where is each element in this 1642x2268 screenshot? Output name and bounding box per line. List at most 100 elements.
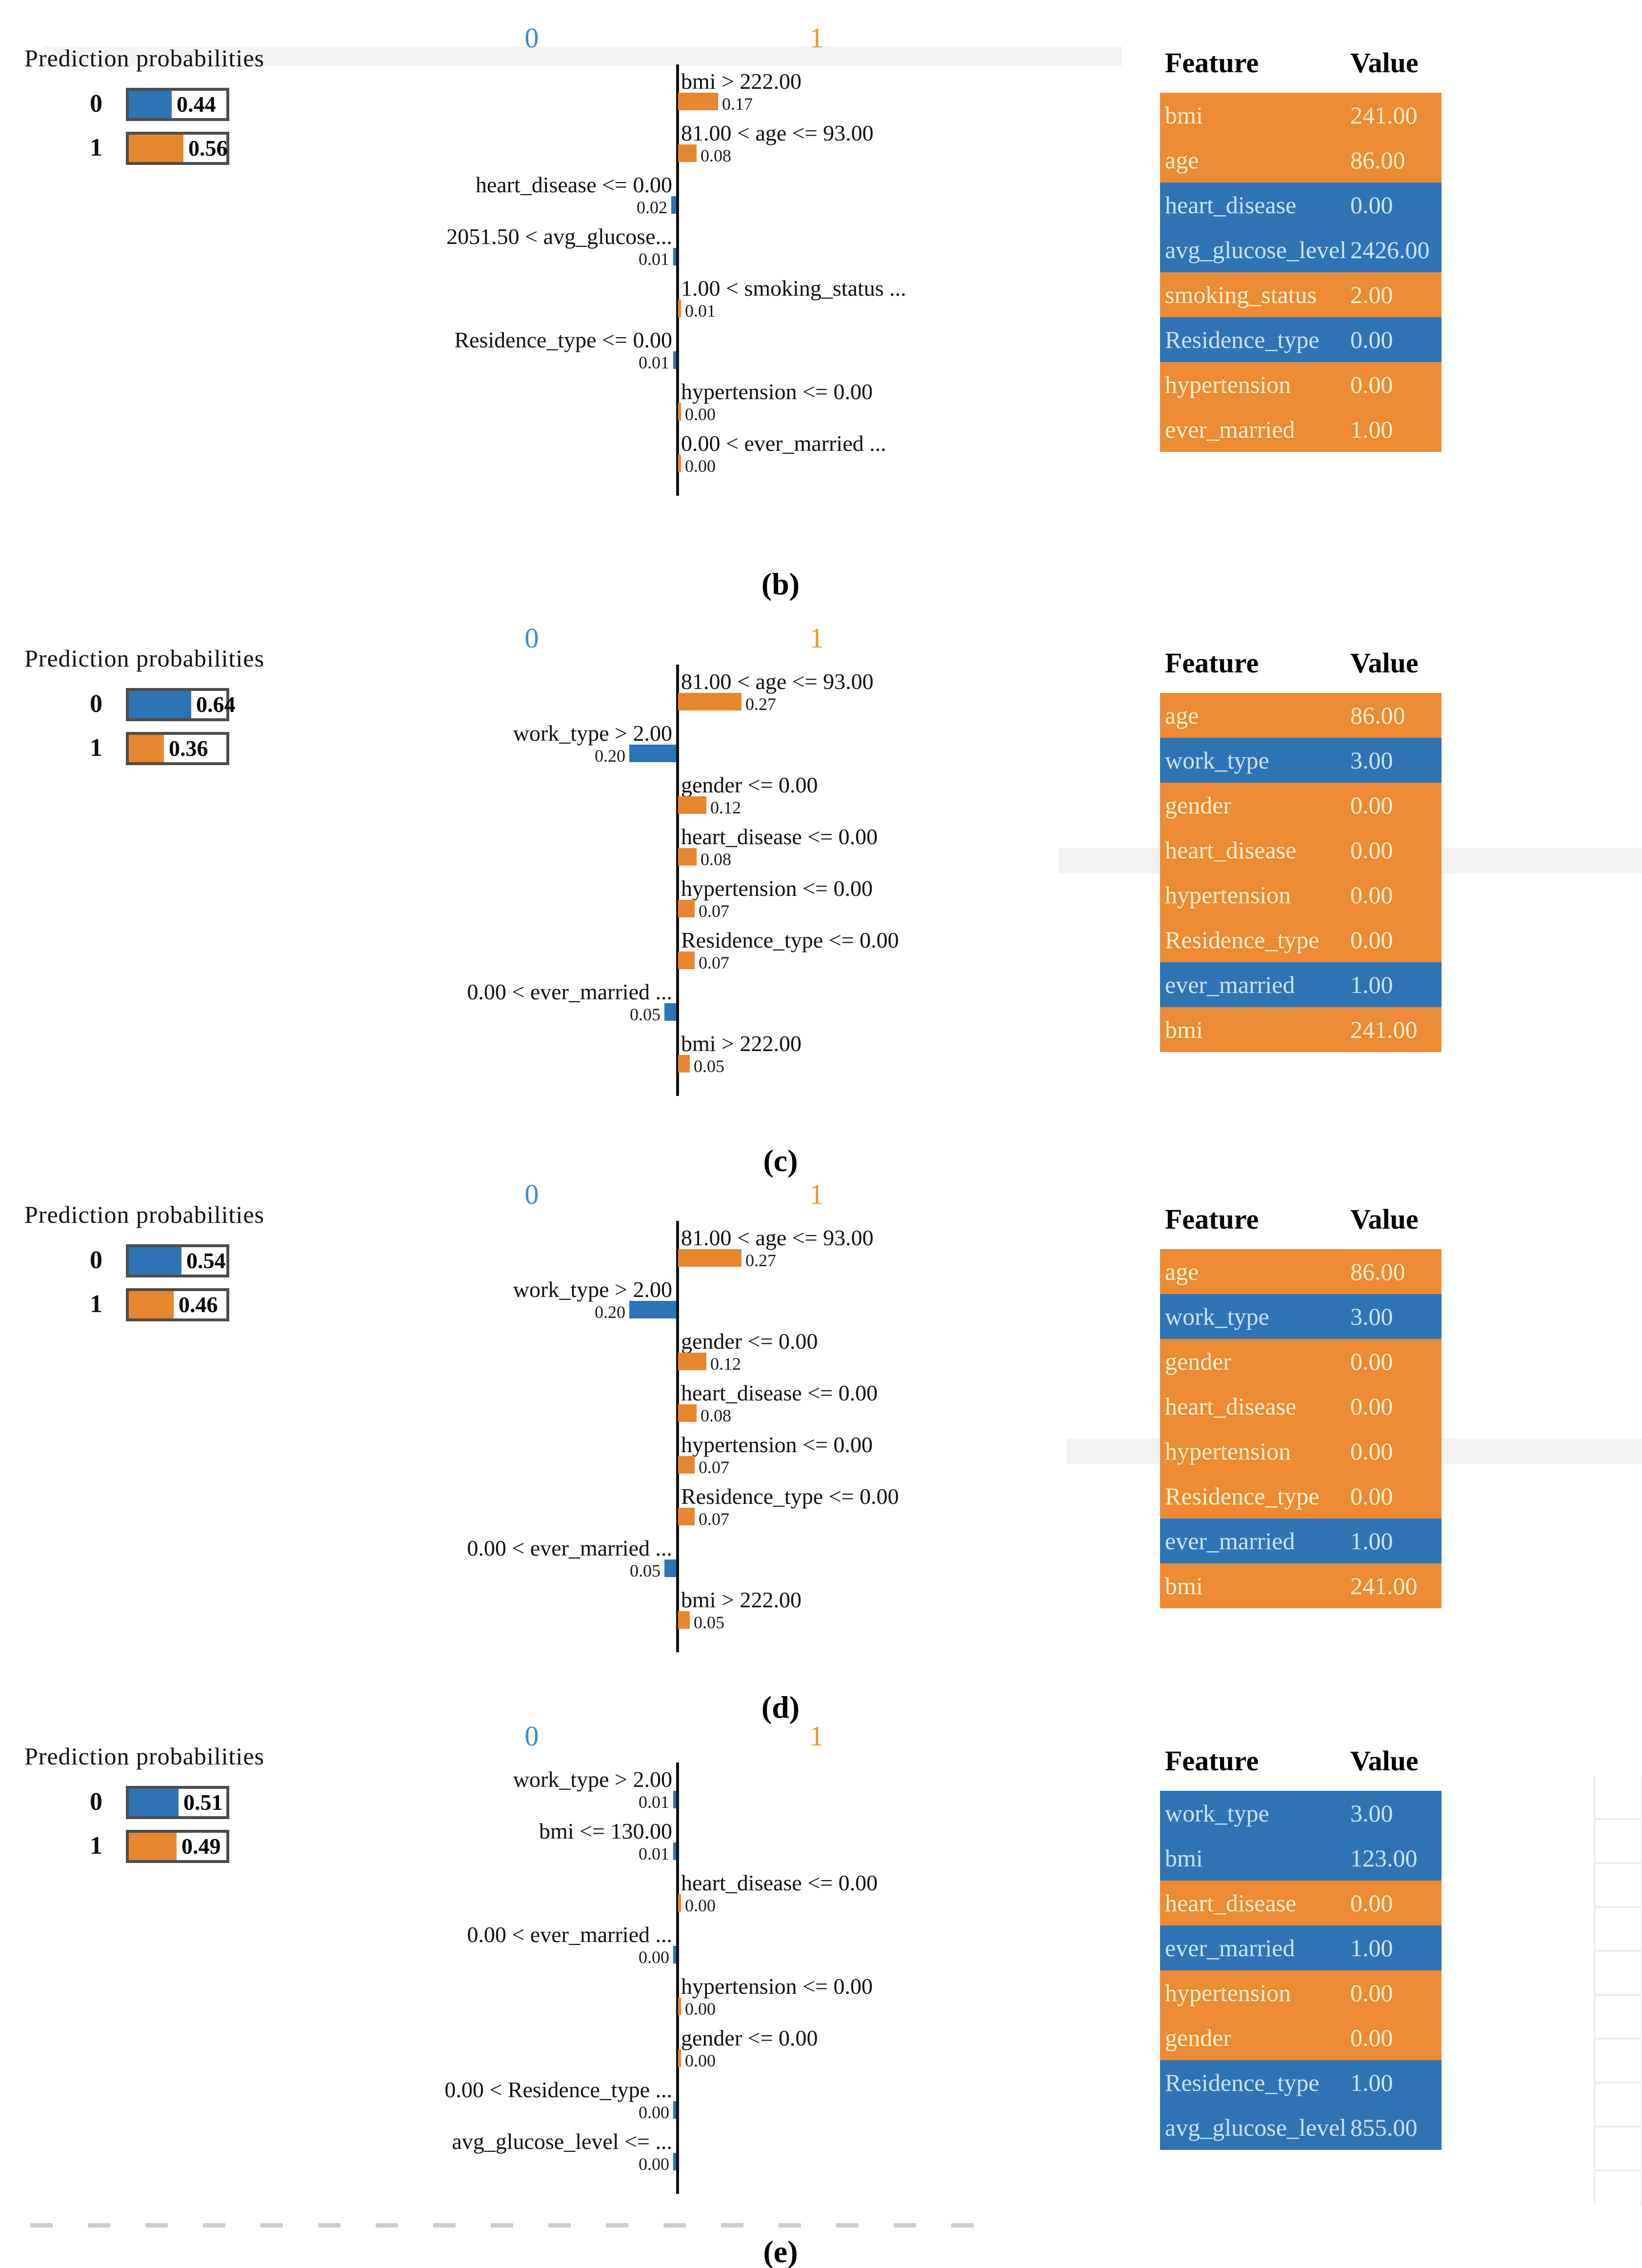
scan-dash	[88, 2223, 110, 2228]
scan-dash	[433, 2223, 456, 2228]
feature-value-cell: 0.00	[1350, 1482, 1393, 1510]
feature-value-cell: 241.00	[1350, 1016, 1418, 1043]
feature-value-cell: 3.00	[1350, 1303, 1393, 1330]
feature-name-cell: hypertension	[1165, 881, 1291, 909]
feature-column-header: Feature	[1165, 1203, 1259, 1235]
feature-name-cell: avg_glucose_level	[1165, 2114, 1347, 2141]
feature-name-cell: bmi	[1165, 1844, 1203, 1872]
feature-condition-label: bmi > 222.00	[681, 1587, 802, 1612]
probability-value: 0.64	[196, 692, 236, 717]
feature-name-cell: bmi	[1165, 1572, 1203, 1600]
probability-value: 0.46	[179, 1292, 218, 1317]
class-label: 1	[90, 1832, 102, 1860]
feature-value-cell: 1.00	[1350, 2069, 1393, 2096]
feature-name-cell: Residence_type	[1165, 1482, 1320, 1510]
class-label: 0	[90, 1246, 102, 1274]
table-row: hypertension 0.00	[1160, 872, 1442, 917]
feature-condition-label: 0.00 < ever_married ...	[467, 1536, 672, 1560]
contribution-value: 0.00	[685, 1999, 716, 2019]
prediction-probabilities-title: Prediction probabilities	[24, 44, 264, 72]
probability-value: 0.44	[177, 92, 216, 117]
feature-name-cell: Residence_type	[1165, 926, 1320, 953]
feature-condition-label: work_type > 2.00	[513, 1277, 672, 1302]
scan-artifact-band	[44, 46, 1122, 66]
feature-value-cell: 0.00	[1350, 191, 1393, 219]
probability-bar: 0.49	[126, 1830, 229, 1863]
contribution-value: 0.00	[639, 2103, 669, 2122]
probability-fill	[129, 1247, 181, 1275]
contribution-value: 0.05	[694, 1056, 724, 1076]
feature-value-cell: 0.00	[1350, 1393, 1393, 1420]
feature-condition-label: Residence_type <= 0.00	[681, 1484, 899, 1509]
feature-condition-label: gender <= 0.00	[681, 1329, 818, 1354]
feature-condition-label: heart_disease <= 0.00	[475, 172, 672, 197]
scan-dash	[951, 2223, 974, 2228]
feature-value-cell: 0.00	[1350, 881, 1393, 909]
feature-condition-label: gender <= 0.00	[681, 2025, 818, 2050]
feature-name-cell: heart_disease	[1165, 1889, 1297, 1917]
probability-value: 0.49	[181, 1834, 221, 1859]
contribution-value: 0.08	[701, 146, 731, 165]
contribution-value: 0.05	[630, 1005, 661, 1024]
feature-value-cell: 0.00	[1350, 791, 1393, 819]
feature-name-cell: bmi	[1165, 101, 1203, 129]
feature-name-cell: gender	[1165, 791, 1232, 819]
probability-value: 0.51	[183, 1790, 223, 1815]
axis-line	[676, 64, 679, 496]
feature-value-cell: 86.00	[1350, 1258, 1405, 1285]
feature-value-cell: 855.00	[1350, 2114, 1418, 2141]
table-row: Residence_type 0.00	[1160, 1474, 1442, 1519]
scan-dash	[203, 2223, 225, 2228]
probability-fill	[129, 91, 172, 118]
probability-bar: 0.54	[126, 1244, 229, 1277]
feature-condition-label: 2051.50 < avg_glucose...	[446, 224, 672, 249]
prediction-probabilities-title: Prediction probabilities	[24, 1201, 264, 1228]
table-row: Residence_type 1.00	[1160, 2060, 1442, 2105]
scan-dash	[318, 2223, 340, 2228]
feature-condition-label: 81.00 < age <= 93.00	[681, 1225, 874, 1250]
contribution-bar	[678, 952, 695, 969]
feature-name-cell: gender	[1165, 1348, 1232, 1375]
probability-fill	[129, 135, 183, 162]
feature-condition-label: bmi > 222.00	[681, 1031, 802, 1056]
class-1-header: 1	[809, 622, 824, 654]
feature-value-cell: 86.00	[1350, 702, 1405, 729]
probability-fill	[129, 1833, 177, 1860]
contribution-value: 0.08	[701, 850, 731, 869]
feature-name-cell: Residence_type	[1165, 326, 1320, 353]
feature-condition-label: 0.00 < ever_married ...	[467, 979, 672, 1004]
scan-dash	[260, 2223, 283, 2228]
class-0-header: 0	[524, 1720, 539, 1752]
contribution-value: 0.01	[639, 249, 669, 269]
prediction-probabilities-title: Prediction probabilities	[24, 645, 264, 672]
scan-dash	[894, 2223, 916, 2228]
contribution-bar	[673, 1843, 676, 1860]
contribution-value: 0.27	[745, 1251, 776, 1270]
class-label: 0	[90, 1788, 102, 1816]
class-1-header: 1	[809, 1178, 824, 1210]
contribution-bar	[664, 1003, 676, 1021]
feature-condition-label: avg_glucose_level <= ...	[452, 2129, 672, 2154]
feature-name-cell: Residence_type	[1165, 2069, 1320, 2096]
probability-fill	[129, 1291, 174, 1318]
contribution-bar	[678, 848, 697, 866]
feature-condition-label: hypertension <= 0.00	[681, 1432, 873, 1457]
contribution-bar	[678, 1894, 681, 1912]
